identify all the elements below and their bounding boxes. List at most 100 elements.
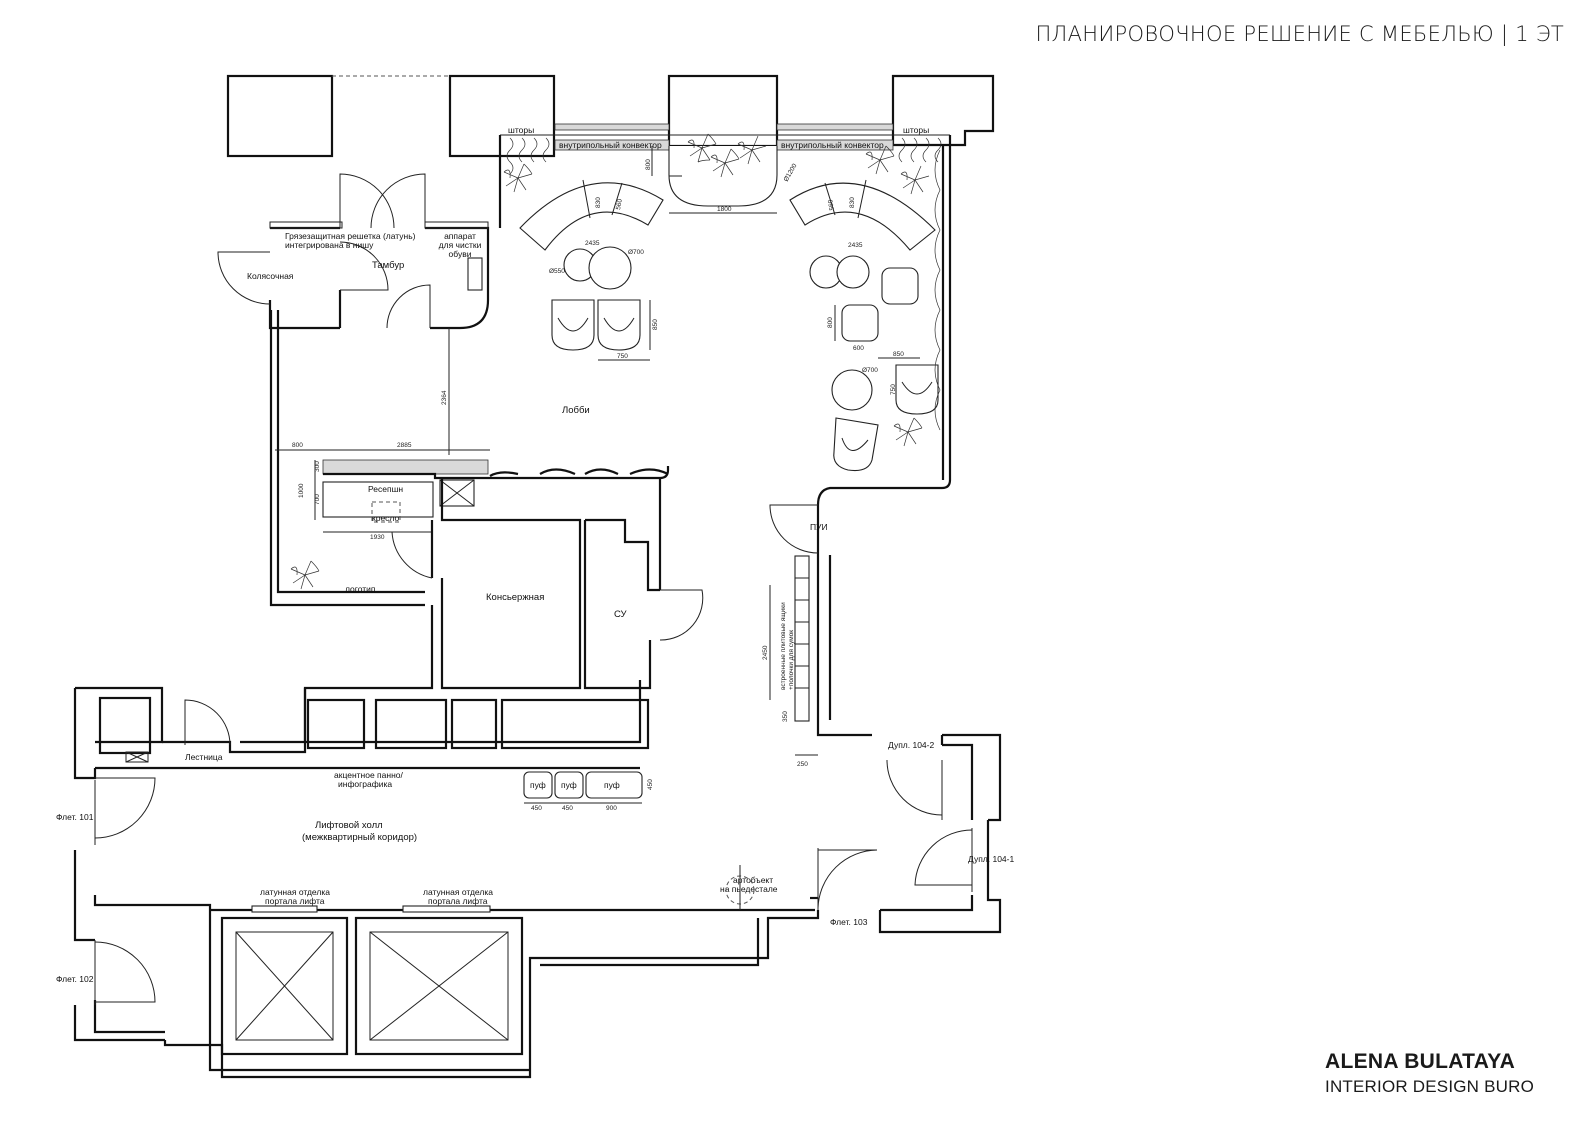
room-stairs: Лестница [185,752,223,762]
lobby-armchairs-right: 800 600 850 750 Ø700 [827,304,939,472]
dim-900: 900 [606,805,617,812]
grate-label-1: Грязезащитная решетка (латунь) [285,231,416,241]
room-stroller: Колясочная [247,271,294,281]
pouf-2: пуф [561,780,577,790]
dim-550: Ø550 [549,268,565,275]
artobject-label-2: на пьедестале [720,884,778,894]
dim-1930: 1930 [370,534,385,541]
dim-850-right: 850 [893,351,904,358]
dim-2885: 2885 [397,442,412,449]
dim-800-reception: 800 [292,442,303,449]
wc-door[interactable] [659,589,704,641]
duplex-104-2-door[interactable] [886,759,943,816]
logo-label: логотип [345,584,376,594]
entrance-tambur: Грязезащитная решетка (латунь) интегриро… [247,221,490,330]
poufs: пуф пуф пуф 450 450 900 450 [523,771,654,812]
apt-d104-2: Дупл. 104-2 [888,740,934,750]
dim-2364: 2364 [441,390,448,405]
dim-2450: 2450 [762,645,769,660]
dim-560-right: 560 [827,199,836,211]
apt-f103: Флет. 103 [830,917,868,927]
lobby-armchairs-left: 850 750 [551,299,659,361]
brass-label-1b: портала лифта [265,896,325,906]
dim-1000: 1000 [298,483,305,498]
concierge-door[interactable] [391,531,433,579]
dim-2435-right: 2435 [848,242,863,249]
flat-102-door[interactable] [94,941,156,1003]
dim-350: 350 [782,711,789,722]
bag-niche: 2450 350 250 встроенные плитовые ящики +… [762,555,818,768]
elevator-shafts [220,916,524,1056]
dim-850-left: 850 [652,319,659,330]
tambur-door-left[interactable] [339,241,389,291]
stroller-door[interactable] [217,251,271,305]
dim-800-bay: 800 [645,159,652,170]
shoe-label-2: для чистки [439,240,482,250]
page-title: ПЛАНИРОВОЧНОЕ РЕШЕНИЕ С МЕБЕЛЬЮ | 1 ЭТ [1035,22,1564,46]
room-elevator-hall-2: (межквартирный коридор) [302,832,417,843]
dim-450b: 450 [562,805,573,812]
flat-103-door[interactable] [817,849,878,909]
reception: 800 2885 Ресепшн кресло 1000 300 700 193… [275,442,670,594]
dim-450c: 450 [647,779,654,790]
shoe-label-3: обуви [449,249,472,259]
artobject-label-1: артобъект [733,875,773,885]
brand-name: ALENA BULATAYA [1325,1050,1516,1073]
pouf-3: пуф [604,780,620,790]
niche-label-1: встроенные плитовые ящики [780,602,787,690]
plants [290,133,941,590]
dim-300: 300 [314,461,321,472]
window-band: внутрипольный конвектор внутрипольный ко… [500,123,950,175]
dim-700-right: Ø700 [862,367,878,374]
room-tambur: Тамбур [372,260,404,271]
tambur-door-right[interactable] [386,284,431,329]
pui-door[interactable] [769,504,819,554]
entrance-door-right[interactable] [370,173,426,229]
exterior-walls [73,135,1002,1079]
stair: Лестница [98,696,223,763]
curtains-label-left: шторы [508,125,534,135]
dim-830-right: 830 [849,197,856,208]
dim-600: 600 [853,345,864,352]
stair-door[interactable] [184,699,231,746]
room-concierge: Консьержная [486,592,544,603]
dim-800-chair: 800 [827,317,834,328]
room-lobby: Лобби [562,405,590,416]
lobby-sofa-right: 560 830 2435 [789,179,936,305]
armchair-label: кресло [372,513,399,523]
dim-750-left: 750 [617,353,628,360]
panel-label-1: акцентное панно/ [334,770,403,780]
flat-101-door[interactable] [94,777,156,839]
lobby-sofa-left: 830 560 2435 Ø550 Ø700 [519,179,664,290]
dim-2435-left: 2435 [585,240,600,247]
apt-d104-1: Дупл. 104-1 [968,854,1014,864]
panel-label-2: инфографика [338,779,392,789]
dim-560-left: 560 [615,198,624,210]
convector-label-left: внутрипольный конвектор [559,140,662,150]
room-elevator-hall-1: Лифтовой холл [315,820,383,831]
brand-block: ALENA BULATAYA INTERIOR DESIGN BURO [1325,1050,1534,1097]
dim-1800: 1800 [717,206,732,213]
entrance-door-left[interactable] [339,173,395,229]
pouf-1: пуф [530,780,546,790]
brand-subtitle: INTERIOR DESIGN BURO [1325,1077,1534,1096]
room-wc: СУ [614,609,628,620]
dim-1200: Ø1200 [783,162,799,183]
convector-label-right: внутрипольный конвектор [781,140,884,150]
brass-label-1a: латунная отделка [260,887,330,897]
dim-750-right: 750 [890,384,897,395]
grate-label-2: интегрирована в нишу [285,240,374,250]
dim-450a: 450 [531,805,542,812]
apt-f102: Флет. 102 [56,974,94,984]
room-reception: Ресепшн [368,484,403,494]
shoe-label-1: аппарат [444,231,476,241]
bay-window: 800 1800 Ø1200 [645,146,799,214]
niche-label-2: +полочки для сумок [788,630,795,690]
duplex-104-1-door[interactable] [914,829,973,886]
storage-row [306,698,650,750]
dim-830-left: 830 [595,197,602,208]
brass-label-2b: портала лифта [428,896,488,906]
curtains-label-right: шторы [903,125,929,135]
brass-label-2a: латунная отделка [423,887,493,897]
